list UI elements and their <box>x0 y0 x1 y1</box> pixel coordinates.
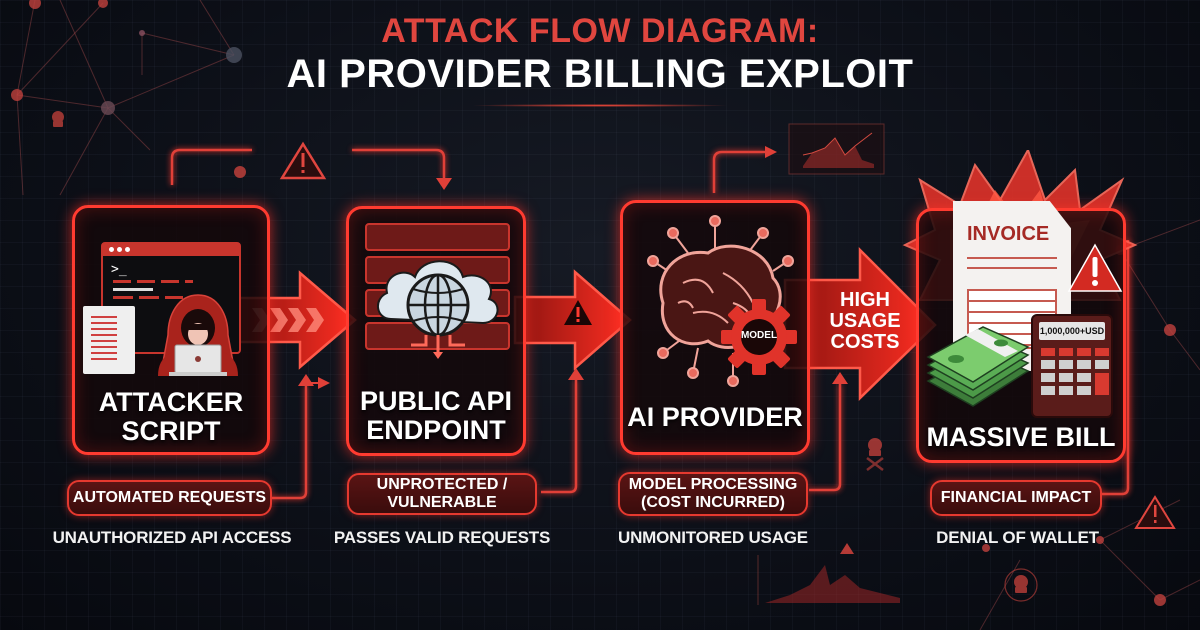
gear-model-text: MODEL <box>740 330 778 341</box>
stage-title-line2: ENDPOINT <box>366 415 506 445</box>
caption-passes-valid-requests: PASSES VALID REQUESTS <box>333 528 551 547</box>
stage-title: MASSIVE BILL <box>926 422 1116 452</box>
warning-triangle-icon <box>1067 243 1123 292</box>
stage-title: ATTACKER SCRIPT <box>75 388 267 446</box>
arrow-2 <box>513 269 632 371</box>
calculator-display: 1,000,000+USD <box>1039 322 1105 340</box>
terminal-prompt: >_ <box>111 262 127 277</box>
pill-model-processing: MODEL PROCESSING (COST INCURRED) <box>618 472 808 516</box>
stage-title: AI PROVIDER <box>627 402 803 432</box>
stage-title-line2: SCRIPT <box>121 416 221 446</box>
pill-line1: MODEL PROCESSING <box>628 476 798 493</box>
title-line-1: ATTACK FLOW DIAGRAM: <box>381 12 819 50</box>
pill-unprotected-vulnerable: UNPROTECTED / VULNERABLE <box>347 473 537 515</box>
hooded-hacker-icon <box>158 294 238 376</box>
stage-card-massive-bill[interactable]: INVOICE 1,000,000+USD MASSIVE BILL <box>916 201 1126 463</box>
caption-denial-of-wallet: DENIAL OF WALLET <box>936 528 1099 547</box>
cloud-globe-icon <box>377 260 499 359</box>
invoice-title: INVOICE <box>967 223 1050 245</box>
caption-unauthorized-api-access: UNAUTHORIZED API ACCESS <box>52 528 292 547</box>
pill-automated-requests: AUTOMATED REQUESTS <box>67 480 272 516</box>
caption-unmonitored-usage: UNMONITORED USAGE <box>618 528 808 547</box>
stage-title-line1: ATTACKER <box>98 387 244 417</box>
money-stack-icon <box>926 326 1030 407</box>
script-document-icon <box>83 306 135 374</box>
stage-title-line1: PUBLIC API <box>359 386 512 416</box>
gear-icon <box>721 299 797 375</box>
calculator-icon: 1,000,000+USD <box>1031 314 1113 418</box>
pill-line1: UNPROTECTED / <box>376 476 508 493</box>
stage-card-public-api-endpoint[interactable]: PUBLIC API ENDPOINT <box>346 206 526 456</box>
stage-card-ai-provider[interactable]: MODEL AI PROVIDER <box>620 200 810 455</box>
pill-line2: VULNERABLE <box>387 494 497 511</box>
warning-icon-top <box>279 141 327 180</box>
stage-card-attacker-script[interactable]: >_ ATTACKER SCRIPT <box>72 205 270 455</box>
pill-line2: (COST INCURRED) <box>641 494 785 511</box>
title-underline-glow <box>470 104 730 107</box>
arrow-3-label: HIGH USAGE COSTS <box>815 290 915 353</box>
stage-title: PUBLIC API ENDPOINT <box>349 387 523 445</box>
arrow-label-line3: COSTS <box>830 331 900 353</box>
arrow-label-line1: HIGH <box>840 289 890 311</box>
pill-financial-impact: FINANCIAL IMPACT <box>930 480 1102 516</box>
title-line-2: AI PROVIDER BILLING EXPLOIT <box>286 52 914 96</box>
arrow-label-line2: USAGE <box>829 310 901 332</box>
